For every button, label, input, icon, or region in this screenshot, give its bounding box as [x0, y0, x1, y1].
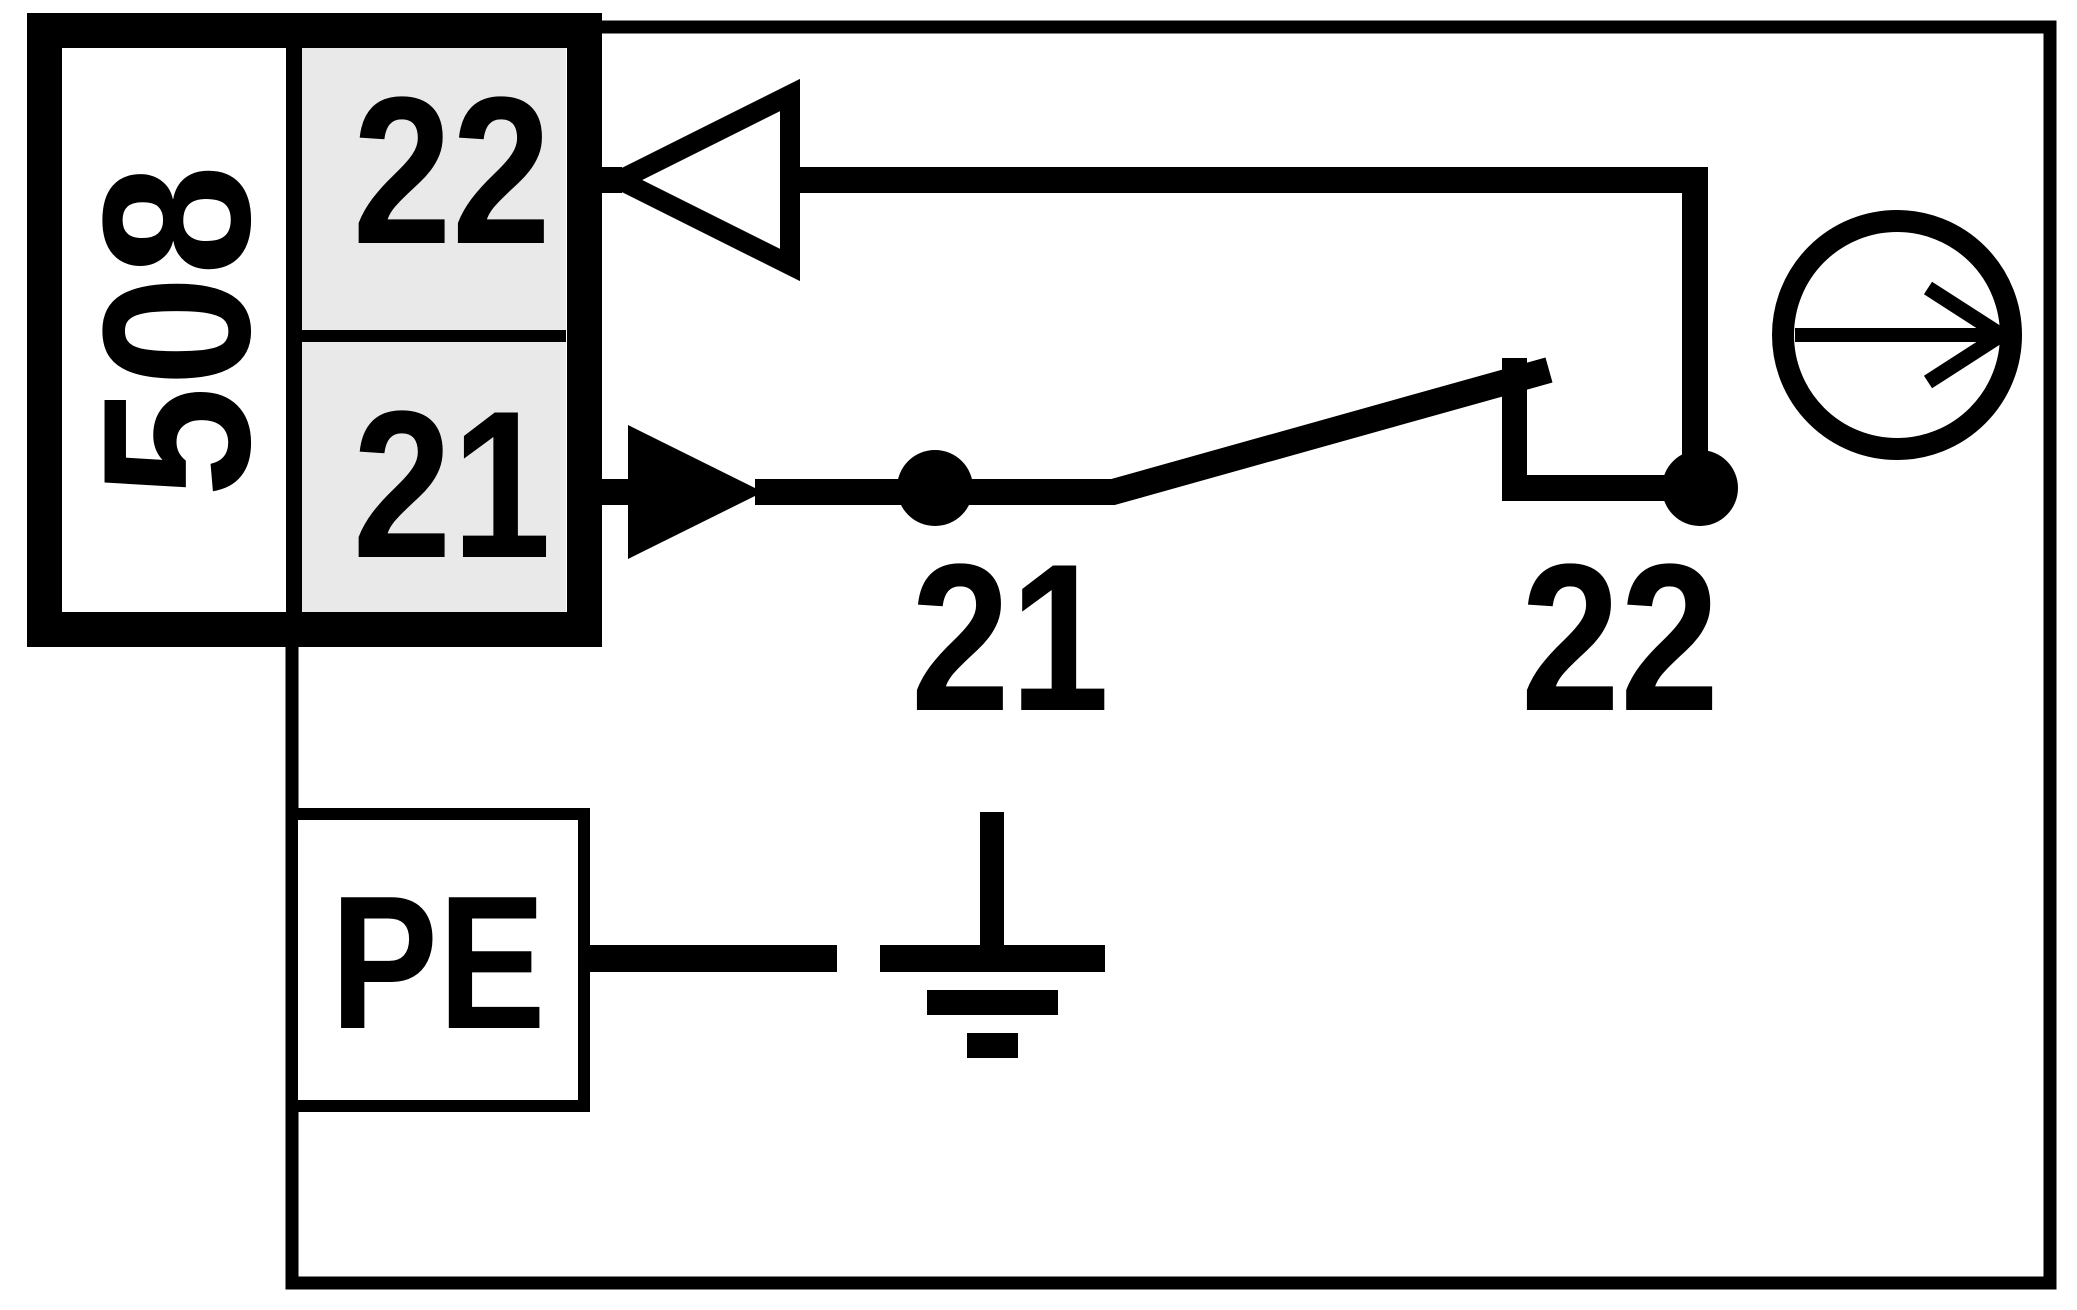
- contact-21-label: 21: [911, 521, 1110, 755]
- terminal-22-label: 22: [352, 54, 551, 288]
- contact-dot-22: [1662, 450, 1738, 526]
- fixed-contact-post: [1502, 358, 1527, 488]
- terminal-21-stub: [600, 479, 630, 505]
- ground-bar-middle: [927, 990, 1058, 1015]
- ground-bar-top: [880, 945, 1105, 972]
- ground-earth-icon: [880, 812, 1105, 1058]
- terminal-cell-22: [302, 48, 566, 330]
- filled-arrow-right-icon: [628, 425, 763, 559]
- return-line-vertical: [1682, 167, 1708, 477]
- device-block-508: 508 22 21: [27, 13, 602, 647]
- terminal-cell-divider: [302, 330, 566, 342]
- pe-ground-wire: [590, 945, 837, 972]
- contact-22-label: 22: [1521, 521, 1720, 755]
- device-block-border: [27, 13, 602, 647]
- device-model-label: 508: [60, 165, 294, 498]
- contact-blade: [937, 357, 1553, 505]
- ground-stem: [980, 812, 1004, 952]
- circle-arrow-right-icon: [1772, 210, 2022, 460]
- pe-terminal-label: PE: [330, 857, 545, 1069]
- pe-terminal-box: [286, 808, 590, 1112]
- contact-dot-21: [897, 450, 973, 526]
- return-line-horizontal: [788, 167, 1708, 193]
- terminal-21-label: 21: [352, 368, 551, 602]
- ground-bar-bottom: [967, 1033, 1018, 1058]
- terminal-cell-21: [302, 342, 566, 612]
- actuation-arrow-head: [1923, 281, 2015, 389]
- device-inner-divider-vertical: [286, 48, 302, 612]
- enclosure-border: [285, 20, 2057, 1290]
